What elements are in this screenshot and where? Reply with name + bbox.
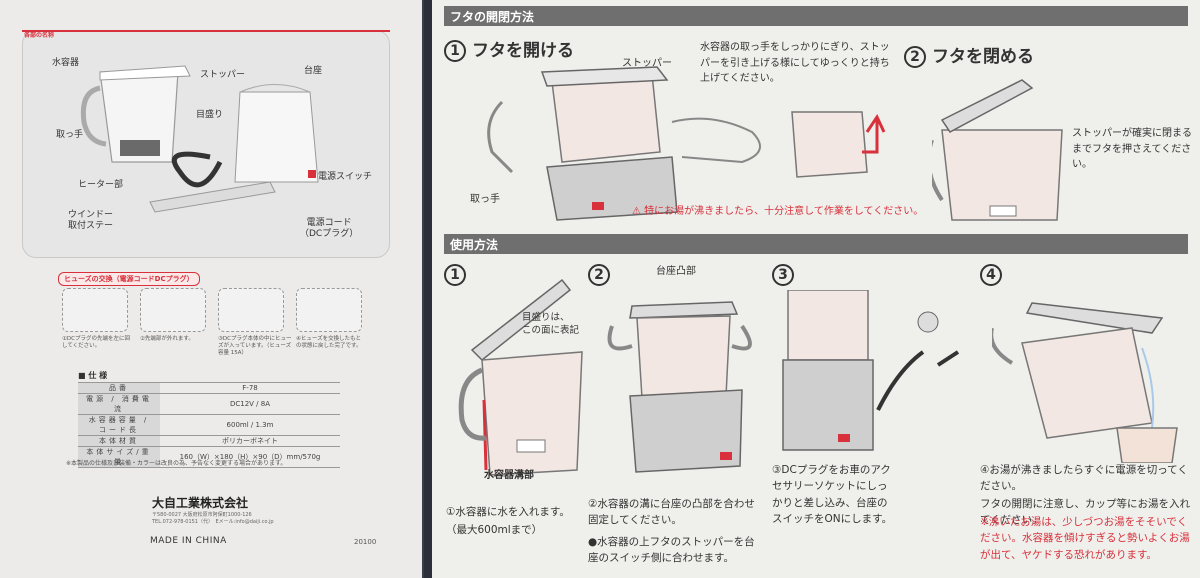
label-handle: 取っ手 [56,130,84,140]
fuse-step-text-1: ①DCプラグの先端を左に回してください。 [62,336,131,349]
usage-step-1-groove: 水容器溝部 [484,470,534,481]
close-description: ストッパーが確実に閉まるまでフタを押さえてください。 [1072,128,1192,170]
open-description: 水容器の取っ手をしっかりにぎり、ストッパーを引き上げる様にしてゆっくりと持ち上げ… [700,42,890,84]
close-lid-illustration [932,79,1063,221]
usage-step-2-text: ②水容器の溝に台座の凸部を合わせ固定してください。 [588,498,755,527]
usage-step-4-note: フタの開閉に注意し、カップ等にお湯を入れてください。 [980,498,1190,527]
usage-step-1-illustration [458,278,583,476]
label-heater: ヒーター部 [78,180,124,190]
usage-step-4-warning: ※沸いたお湯は、少しづつお湯をそそいでください。水容器を傾けすぎると勢いよくお湯… [980,516,1190,561]
fuse-step-image-3 [218,288,284,332]
open-lid-illustration [487,66,886,221]
open-warning: ⚠ 特にお湯が沸きましたら、十分注意して作業をしてください。 [632,206,924,217]
company-name: 大自工業株式会社 [152,496,249,510]
open-stopper-label: ストッパー [622,58,672,69]
parts-illustration [80,65,319,213]
label-water-container: 水容器 [52,58,80,68]
usage-step-2-illustration [607,301,752,473]
label-scale: 目盛り [196,110,224,120]
label-window-stay: ウインドー 取付ステー [68,210,114,231]
usage-step-1-capacity: （最大600mlまで） [446,524,543,536]
open-step-number: 1 [444,40,466,62]
warning-icon: ⚠ [632,206,645,217]
usage-step-2-number: 2 [588,264,616,286]
label-power-cord: 電源コード （DCプラグ） [300,218,359,239]
usage-step-2-note: ●水容器の上フタのストッパーを台座のスイッチ側に合わせます。 [588,536,755,565]
open-handle-label: 取っ手 [470,194,500,205]
usage-step-2-base-label: 台座凸部 [656,266,696,277]
fuse-step-text-4: ④ヒューズを交換したもとの状態に戻した完了です。 [296,336,362,349]
usage-step-3-illustration [782,290,960,451]
left-manual-sheet: 各部の名称 水容器 ストッパー 台座 目盛り 取っ手 電源スイッチ ヒーター部 … [0,0,424,578]
parts-title-bar [22,30,390,40]
fuse-title: ヒューズの交換（電源コードDCプラグ） [58,272,200,286]
usage-header: 使用方法 [444,234,1188,254]
fuse-step-image-1 [62,288,128,332]
usage-step-1-scale-note: 目盛りは、 この面に表記 [522,312,580,336]
usage-step-3-number: 3 [772,264,800,286]
label-power-switch: 電源スイッチ [318,172,373,182]
fuse-step-image-4 [296,288,362,332]
fuse-step-text-2: ②先端部が外れます。 [140,336,194,342]
fuse-step-image-2 [140,288,206,332]
spec-title: ■ 仕 様 [78,371,108,380]
parts-panel [22,30,390,258]
fuse-step-text-3: ③DCプラグ本体の中にヒューズが入っています。（ヒューズ容量 15A） [218,336,292,356]
document-code: 20100 [354,538,377,546]
label-base: 台座 [304,66,323,76]
usage-step-1-text: ①水容器に水を入れます。 [446,506,570,518]
lid-header: フタの開閉方法 [444,6,1188,26]
spec-row: 本体材質ポリカーボネイト [78,435,340,447]
spec-note: ※本製品の仕様及び装備・カラーは改良の為、予告なく変更する場合があります。 [66,460,287,467]
usage-step-3-text: ③DCプラグをお車のアクセサリーソケットにしっかりと差し込み、台座のスイッチをO… [772,464,893,525]
usage-step-4-text: ④お湯が沸きましたらすぐに電源を切ってください。 [980,464,1188,493]
company-address: 〒580-0027 大阪府松原市阿保町1000-126 TEL.072-978-… [152,512,274,525]
parts-title: 各部の名称 [24,32,55,39]
close-step-number: 2 [904,46,926,68]
made-in: MADE IN CHINA [150,536,227,546]
label-stopper: ストッパー [200,70,246,80]
usage-step-4-number: 4 [980,264,1008,286]
usage-step-1-number: 1 [444,264,472,286]
usage-step-4-illustration [992,302,1178,463]
